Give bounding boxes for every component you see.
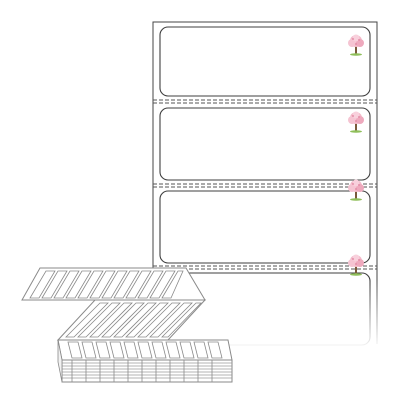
perforation-3 [153, 265, 377, 270]
stack-side-face [57, 339, 63, 383]
label-2 [159, 107, 371, 181]
fanfold-stack [21, 267, 233, 383]
perforation-2 [153, 183, 377, 188]
stack-layers [62, 362, 232, 379]
label-sheet [150, 21, 382, 350]
label-1 [159, 26, 371, 97]
stack-bottom-labels [67, 341, 223, 359]
sheet-outline [152, 21, 378, 344]
stack-middle-labels [65, 302, 202, 338]
stack-perforations [71, 360, 213, 382]
label-3 [159, 190, 371, 264]
stack-top-labels [29, 270, 184, 299]
perforation-1 [153, 99, 377, 104]
